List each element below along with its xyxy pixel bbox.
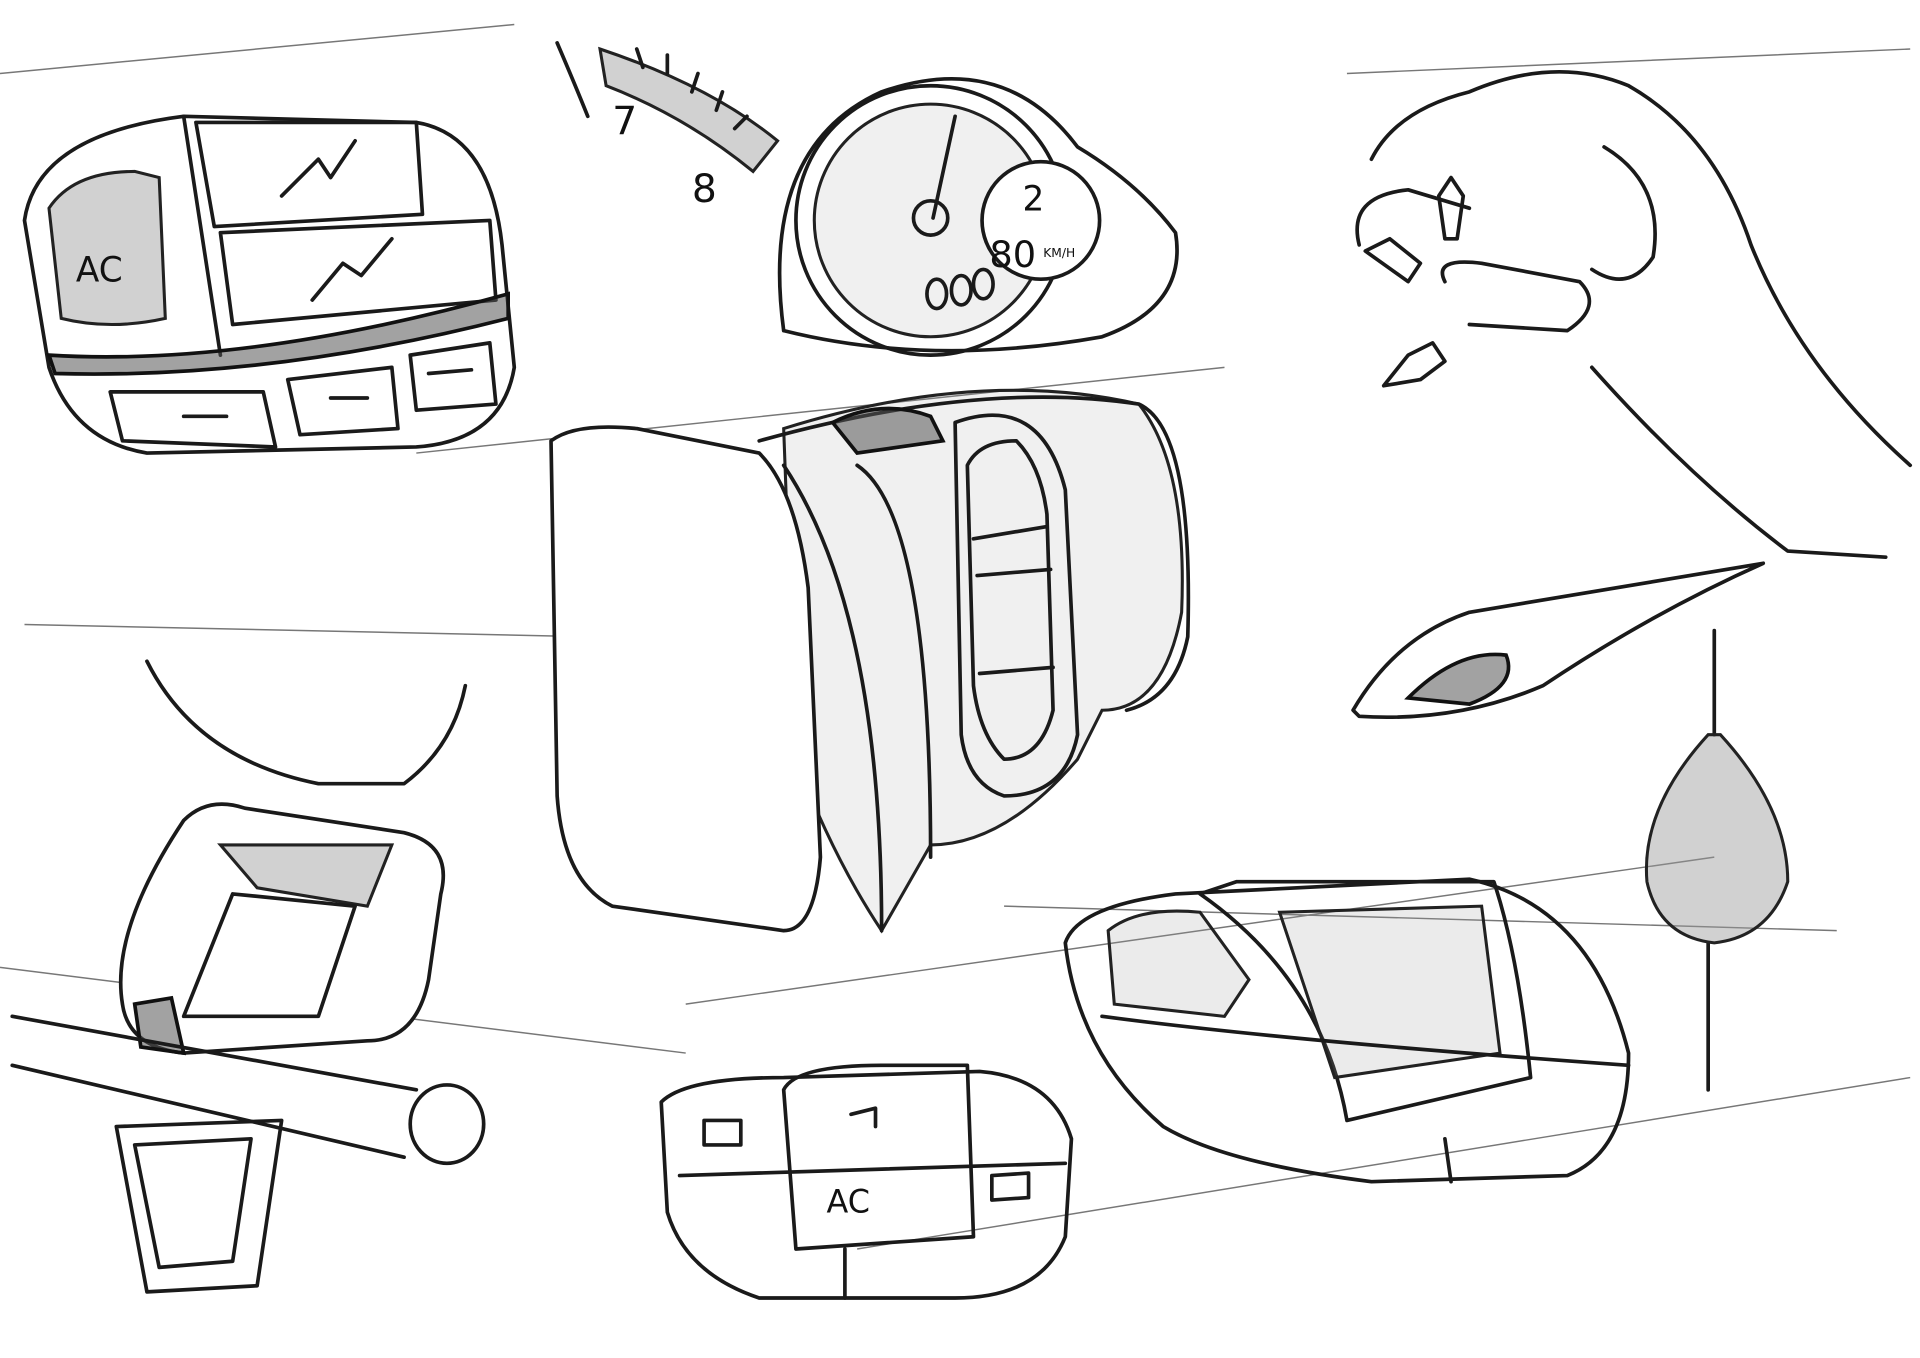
climate-panel-sketch-top-left: AC	[22, 114, 517, 455]
speedometer-sketch: 2 80 KM/H	[777, 76, 1179, 357]
ac-label-top: AC	[76, 251, 123, 291]
knob-side-sketch	[1644, 628, 1790, 1092]
gear-readout: 2	[1022, 180, 1044, 220]
hand-gesture-sketch	[1355, 69, 1913, 559]
speed-readout: 80	[989, 233, 1036, 276]
bracket-handle-sketch	[10, 659, 486, 1294]
climate-cluster-sketch-bottom: AC	[659, 1063, 1074, 1300]
gauge-arc-sketch: 7 8	[555, 41, 780, 212]
steering-stalk-sketch	[549, 388, 1191, 934]
gauge-mark-8: 8	[692, 167, 717, 212]
lever-tip-sketch	[1351, 561, 1766, 720]
speed-unit: KM/H	[1043, 246, 1075, 260]
diamond-controller-sketch	[1063, 877, 1631, 1184]
gauge-mark-7: 7	[612, 100, 637, 145]
ac-label-bottom: AC	[827, 1182, 870, 1220]
